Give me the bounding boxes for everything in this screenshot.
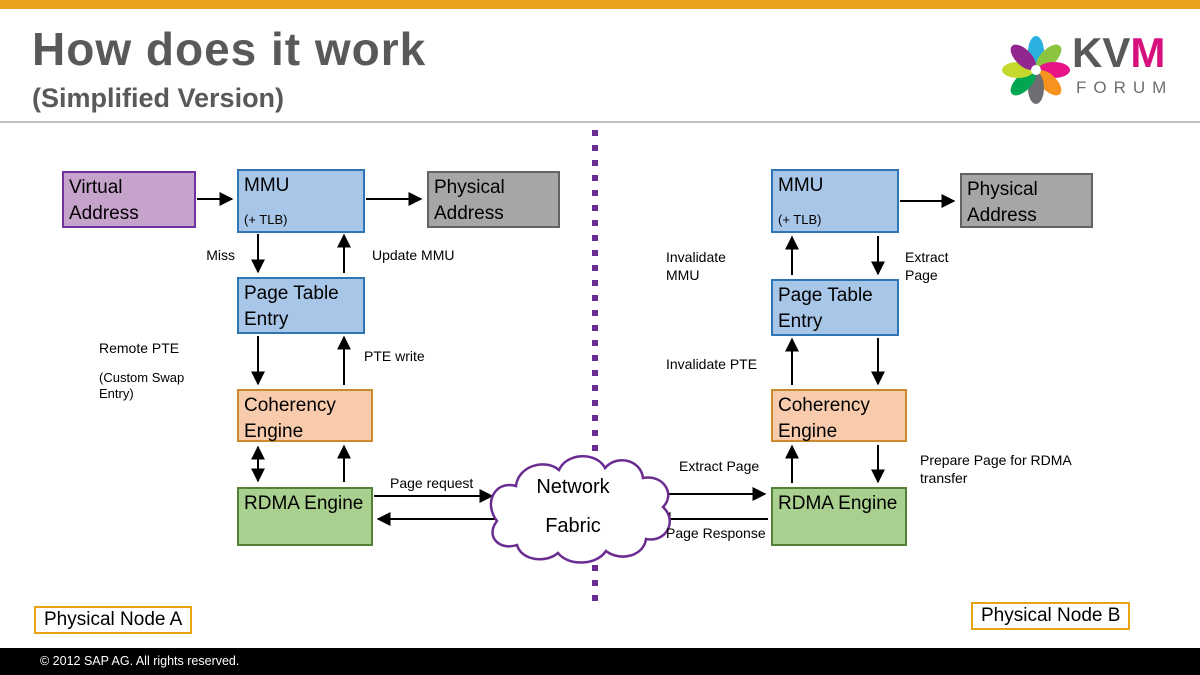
kvm-logo-m: M xyxy=(1130,29,1166,76)
copyright-footer: © 2012 SAP AG. All rights reserved. xyxy=(0,648,1200,675)
rdma-engine-box-b: RDMA Engine xyxy=(771,487,907,546)
network-fabric-label: Network Fabric xyxy=(517,476,629,538)
network-fabric-line1: Network xyxy=(536,476,610,498)
accent-top-bar xyxy=(0,0,1200,9)
mmu-tlb-label-a: (+ TLB) xyxy=(244,211,288,227)
virtual-address-box: Virtual Address xyxy=(62,171,196,228)
invalidate-pte-label: Invalidate PTE xyxy=(666,356,758,372)
mmu-label-b: MMU xyxy=(778,175,824,196)
page-title: How does it work xyxy=(32,23,427,75)
update-mmu-label: Update MMU xyxy=(372,247,455,263)
kvm-forum-logo: KVM FORUM xyxy=(1000,30,1185,115)
physical-address-box-b: Physical Address xyxy=(960,173,1093,228)
physical-address-box-a: Physical Address xyxy=(427,171,560,228)
rdma-engine-box-a: RDMA Engine xyxy=(237,487,373,546)
extract-page-label-mid: Extract Page xyxy=(679,458,760,474)
kvm-pinwheel-icon xyxy=(1002,36,1070,104)
header-divider xyxy=(0,121,1200,123)
page-subtitle: (Simplified Version) xyxy=(32,83,285,113)
physical-node-b-label: Physical Node B xyxy=(971,602,1131,630)
mmu-box-b: MMU (+ TLB) xyxy=(771,169,899,233)
page-request-label: Page request xyxy=(390,475,474,491)
kvm-logo-text: KVM xyxy=(1072,32,1165,74)
custom-swap-label: (Custom Swap Entry) xyxy=(99,370,185,402)
kvm-logo-forum: FORUM xyxy=(1076,78,1174,97)
mmu-box-a: MMU (+ TLB) xyxy=(237,169,365,233)
miss-label: Miss xyxy=(206,247,235,263)
coherency-engine-box-b: Coherency Engine xyxy=(771,389,907,442)
coherency-engine-box-a: Coherency Engine xyxy=(237,389,373,442)
mmu-tlb-label-b: (+ TLB) xyxy=(778,211,822,227)
physical-node-a-label: Physical Node A xyxy=(34,606,193,634)
prepare-page-label: Prepare Page for RDMA transfer xyxy=(920,452,1071,486)
pte-write-label: PTE write xyxy=(364,348,425,364)
kvm-logo-kv: KV xyxy=(1072,29,1131,76)
page-table-entry-box-b: Page Table Entry xyxy=(771,279,899,336)
extract-page-label-top: Extract Page xyxy=(905,249,949,283)
page-response-label: Page Response xyxy=(666,525,766,541)
remote-pte-label: Remote PTE xyxy=(99,340,180,356)
page-table-entry-box-a: Page Table Entry xyxy=(237,277,365,334)
invalidate-mmu-label: Invalidate MMU xyxy=(666,249,726,283)
mmu-label-a: MMU xyxy=(244,175,290,196)
network-fabric-line2: Fabric xyxy=(545,515,601,537)
